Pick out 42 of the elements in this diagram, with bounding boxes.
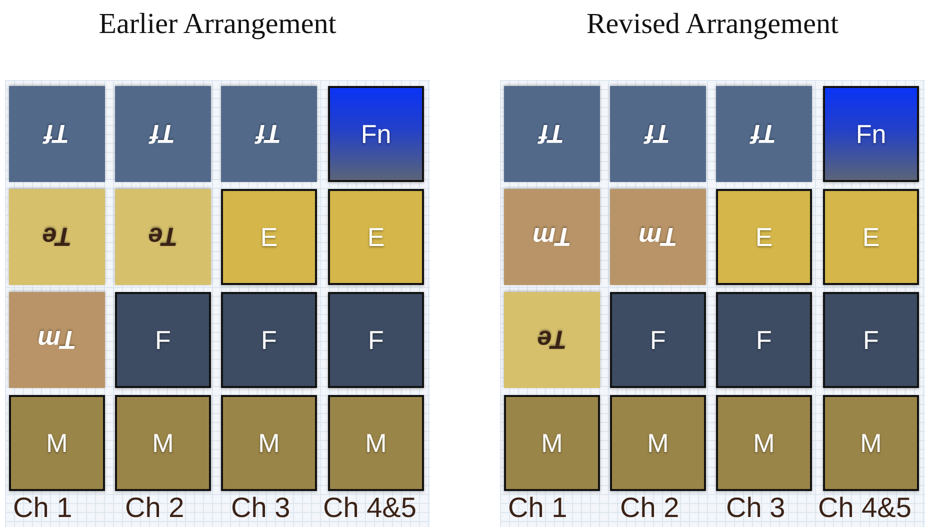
tile: M	[9, 395, 105, 491]
panel-heading: Revised Arrangement	[585, 8, 840, 41]
column-label: Ch 4&5	[818, 492, 912, 524]
tile: Tm	[504, 189, 600, 285]
tile: F	[823, 292, 919, 388]
tile: Tf	[504, 86, 600, 182]
column-label: Ch 2	[620, 492, 680, 524]
column-label: Ch 4&5	[323, 492, 416, 524]
tile: M	[328, 395, 424, 491]
tile: M	[504, 395, 600, 491]
tile: F	[716, 292, 812, 388]
tile: Te	[9, 189, 105, 285]
tile: F	[328, 292, 424, 388]
tile: Tf	[716, 86, 812, 182]
column-label: Ch 1	[508, 492, 568, 524]
tile: Te	[504, 292, 600, 388]
tile: Tf	[115, 86, 211, 182]
column-label: Ch 3	[726, 492, 786, 524]
tile: E	[328, 189, 424, 285]
tile: F	[221, 292, 317, 388]
tile: M	[610, 395, 706, 491]
tile: Tm	[9, 292, 105, 388]
column-label: Ch 1	[13, 492, 72, 524]
tile: Fn	[823, 86, 919, 182]
column-label: Ch 3	[231, 492, 290, 524]
tile: Tf	[9, 86, 105, 182]
tile: F	[610, 292, 706, 388]
tile: E	[823, 189, 919, 285]
tile: Tm	[610, 189, 706, 285]
tile: Tf	[610, 86, 706, 182]
tile: Fn	[328, 86, 424, 182]
tile: M	[221, 395, 317, 491]
tile: Te	[115, 189, 211, 285]
tile: F	[115, 292, 211, 388]
tile: E	[221, 189, 317, 285]
tile: M	[716, 395, 812, 491]
tile: Tf	[221, 86, 317, 182]
panel-heading: Earlier Arrangement	[98, 8, 338, 41]
column-label: Ch 2	[125, 492, 184, 524]
tile: M	[115, 395, 211, 491]
tile: E	[716, 189, 812, 285]
tile: M	[823, 395, 919, 491]
